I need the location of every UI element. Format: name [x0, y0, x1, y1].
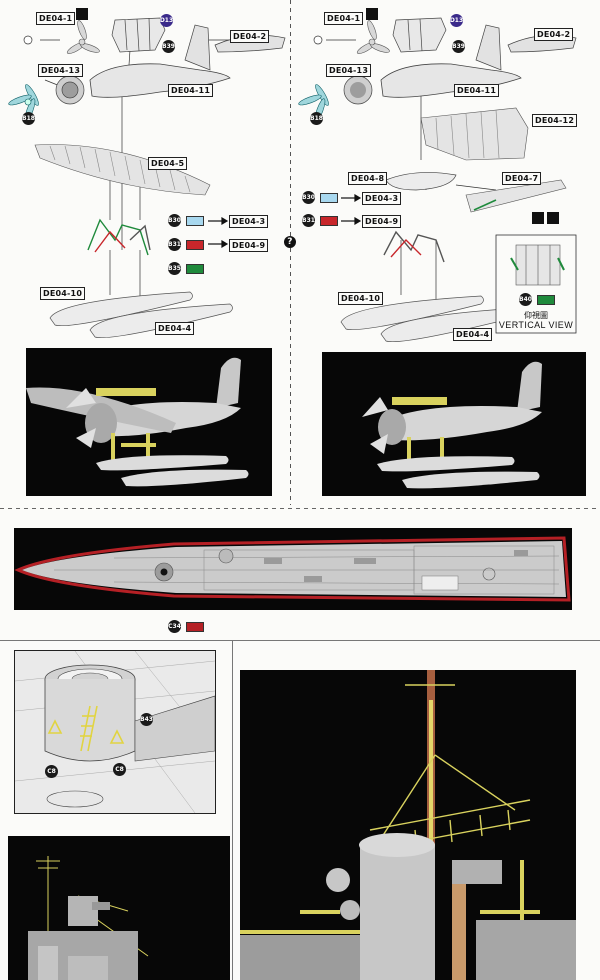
badge-b40: B40: [519, 293, 532, 306]
canopy-part: [111, 17, 166, 53]
part-label-de04-8: DE04-8: [348, 172, 388, 185]
part-label-de04-10: DE04-10: [40, 287, 86, 300]
mast-photo-left: [8, 836, 230, 980]
badge-b31: B31: [168, 238, 181, 251]
part-label-de04-1-right: DE04-1: [324, 12, 364, 25]
swatch-light-blue: [186, 216, 204, 226]
part-label-de04-5: DE04-5: [148, 157, 188, 170]
top-left-panel: DE04-1 D13 B39 DE04-2 DE04-13 DE04-11 B1…: [0, 0, 290, 505]
badge-d13: D13: [160, 14, 173, 27]
deck-plan-panel: [14, 528, 572, 610]
badge-b35: B35: [168, 262, 181, 275]
part-label-de04-4: DE04-4: [155, 322, 195, 335]
part-label-de04-9-right: DE04-9: [362, 215, 402, 228]
vertical-view-title-en: VERTICAL VIEW: [498, 320, 574, 330]
swatch-green: [186, 264, 204, 274]
part-label-de04-1: DE04-1: [36, 12, 76, 25]
part-label-de04-13: DE04-13: [38, 64, 84, 77]
badge-c8-right: C8: [113, 763, 126, 776]
part-label-de04-12: DE04-12: [532, 114, 578, 127]
funnel-detail-render: [14, 650, 216, 814]
swatch-red-right: [320, 216, 338, 226]
funnel-detail-diagram: B43 C8 C8: [14, 650, 216, 814]
part-label-de04-3: DE04-3: [229, 215, 269, 228]
propeller-part: [66, 20, 100, 54]
swatch-light-blue-right: [320, 193, 338, 203]
part-label-de04-2-right: DE04-2: [534, 28, 574, 41]
swatch-hull-red: [186, 622, 204, 632]
deck-plan-render: [14, 536, 571, 602]
part-label-de04-9: DE04-9: [229, 239, 269, 252]
part-label-de04-7: DE04-7: [502, 172, 542, 185]
panel-divider-vertical: [290, 0, 291, 505]
part-label-de04-10-right: DE04-10: [338, 292, 384, 305]
badge-b31-right: B31: [302, 214, 315, 227]
seaplane-photo-render-variant: [362, 361, 542, 489]
folded-wing-part: [420, 107, 529, 161]
fuselage-part: [89, 63, 231, 98]
float-parts: [49, 291, 233, 339]
part-label-de04-2: DE04-2: [230, 30, 270, 43]
mast-photo-right: [240, 670, 576, 980]
small-disc-part: [23, 35, 33, 45]
left-model-photo: [26, 348, 272, 496]
badge-b30: B30: [168, 214, 181, 227]
badge-c8-left: C8: [45, 765, 58, 778]
tail-fin-part: [184, 24, 211, 71]
knife-icon: [76, 8, 88, 20]
part-label-de04-11-right: DE04-11: [454, 84, 500, 97]
seaplane-photo-render: [26, 357, 249, 487]
knife-icon: [366, 8, 378, 20]
badge-b18-right: B18: [310, 112, 323, 125]
panel-divider-horizontal: [0, 508, 600, 509]
vertical-view-title-cn: 仰視圖: [524, 311, 548, 320]
right-model-photo: [322, 352, 586, 496]
part-label-de04-3-right: DE04-3: [362, 192, 402, 205]
knife-icon: [532, 212, 544, 224]
badge-b39-right: B39: [452, 40, 465, 53]
part-label-de04-11: DE04-11: [168, 84, 214, 97]
fold-icon: [547, 212, 559, 224]
swatch-green-right: [537, 295, 555, 305]
engine-part: [55, 75, 85, 105]
question-mark-badge: ?: [284, 236, 296, 248]
badge-b18: B18: [22, 112, 35, 125]
badge-c34: C34: [168, 620, 181, 633]
badge-d13-right: D13: [450, 14, 463, 27]
part-label-de04-4-right: DE04-4: [453, 328, 493, 341]
badge-b43: B43: [140, 713, 153, 726]
panel-divider-bottom: [232, 640, 233, 980]
swatch-red: [186, 240, 204, 250]
mast-photo-render-left: [28, 856, 149, 980]
panel-divider-deck: [0, 640, 600, 641]
top-right-panel: DE04-1 D13 B39 DE04-2 DE04-13 DE04-11 DE…: [296, 0, 600, 505]
badge-b30-right: B30: [302, 191, 315, 204]
part-label-de04-13-right: DE04-13: [326, 64, 372, 77]
float-strut-part: [87, 218, 151, 256]
mast-photo-render-right: [240, 670, 576, 980]
badge-b39: B39: [162, 40, 175, 53]
